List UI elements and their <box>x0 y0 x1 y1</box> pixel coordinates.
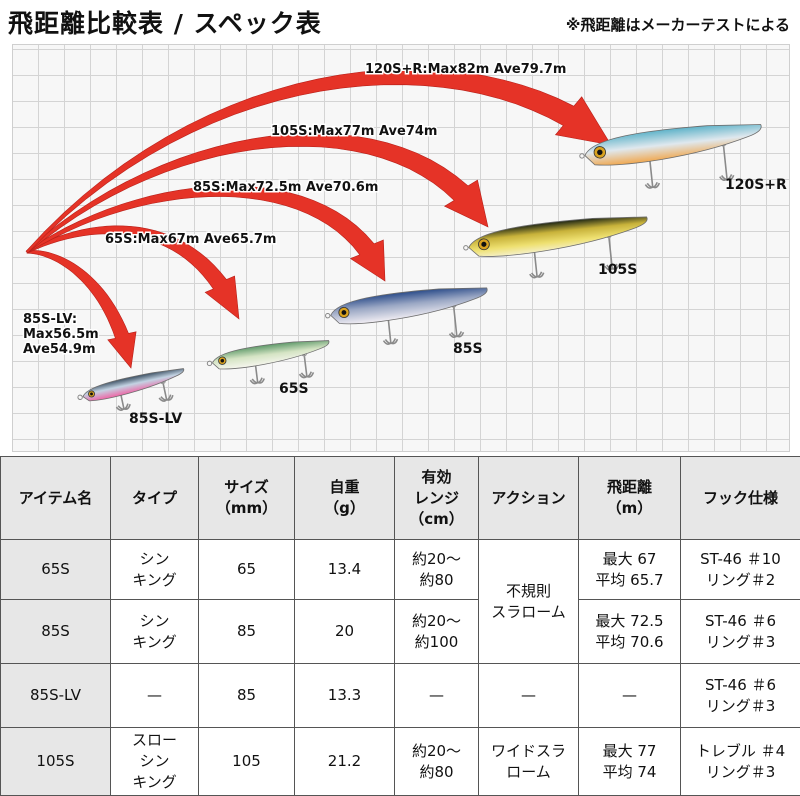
cell-weight: 20 <box>295 600 395 664</box>
table-header-row: アイテム名 タイプ サイズ （mm） 自重 （g） 有効 レンジ （cm） アク… <box>1 457 800 540</box>
cell-item-name: 85S-LV <box>1 664 111 728</box>
hook-icon <box>716 143 734 181</box>
header-item-name: アイテム名 <box>1 457 111 540</box>
cell-size: 65 <box>199 540 295 600</box>
header-size: サイズ （mm） <box>199 457 295 540</box>
distance-label-line: 85S-LV: <box>23 312 77 327</box>
header-distance: 飛距離 （m） <box>579 457 681 540</box>
table-row: 85S シン キング 85 20 約20〜 約100 最大 72.5 平均 70… <box>1 600 800 664</box>
spec-table: アイテム名 タイプ サイズ （mm） 自重 （g） 有効 レンジ （cm） アク… <box>0 456 800 796</box>
distance-label-105S: 105S:Max77m Ave74m <box>271 124 437 139</box>
cell-weight: 13.3 <box>295 664 395 728</box>
cell-hook: ST-46 ＃10 リング＃2 <box>681 540 800 600</box>
cell-range: 約20〜 約80 <box>395 540 479 600</box>
model-label-65S: 65S <box>279 381 309 397</box>
cell-type: シン キング <box>111 540 199 600</box>
cell-distance: — <box>579 664 681 728</box>
arrow-120S+R <box>26 69 611 253</box>
line-eye-icon <box>463 245 468 250</box>
cell-size: 85 <box>199 600 295 664</box>
distance-label-120S+R: 120S+R:Max82m Ave79.7m <box>365 62 566 77</box>
line-eye-icon <box>325 313 330 318</box>
header-hook: フック仕様 <box>681 457 800 540</box>
distance-label-85S: 85S:Max72.5m Ave70.6m <box>193 180 378 195</box>
cell-weight: 21.2 <box>295 728 395 796</box>
cell-item-name: 105S <box>1 728 111 796</box>
hook-icon <box>447 304 464 338</box>
hook-icon <box>297 352 314 378</box>
cell-hook: ST-46 ＃6 リング＃3 <box>681 600 800 664</box>
cell-size: 85 <box>199 664 295 728</box>
line-eye-icon <box>78 395 83 400</box>
cell-range: — <box>395 664 479 728</box>
lure-body <box>329 283 489 326</box>
cell-distance: 最大 67 平均 65.7 <box>579 540 681 600</box>
cell-distance: 最大 72.5 平均 70.6 <box>579 600 681 664</box>
test-note: ※飛距離はメーカーテストによる <box>566 14 790 35</box>
cell-action: 不規則 スラローム <box>479 540 579 664</box>
cell-distance: 最大 77 平均 74 <box>579 728 681 796</box>
distance-label-line: Max56.5m <box>23 327 99 342</box>
distance-label-line: 120S+R:Max82m Ave79.7m <box>365 62 566 77</box>
page-title: 飛距離比較表 / スペック表 <box>8 4 322 40</box>
cell-size: 105 <box>199 728 295 796</box>
cell-hook: トレブル ＃4 リング＃3 <box>681 728 800 796</box>
distance-label-line: 105S:Max77m Ave74m <box>271 124 437 139</box>
header-weight: 自重 （g） <box>295 457 395 540</box>
model-label-120S+R: 120S+R <box>725 177 787 193</box>
table-row: 65S シン キング 65 13.4 約20〜 約80 不規則 スラローム 最大… <box>1 540 800 600</box>
header: 飛距離比較表 / スペック表 ※飛距離はメーカーテストによる <box>0 0 800 46</box>
cell-range: 約20〜 約80 <box>395 728 479 796</box>
cell-item-name: 85S <box>1 600 111 664</box>
lure-body <box>583 120 764 169</box>
cell-type: スロー シン キング <box>111 728 199 796</box>
lure-65S <box>206 337 333 389</box>
cell-action: ワイドスラ ローム <box>479 728 579 796</box>
header-action: アクション <box>479 457 579 540</box>
distance-label-line: Ave54.9m <box>23 342 96 357</box>
cell-type: シン キング <box>111 600 199 664</box>
model-label-85S: 85S <box>453 341 483 357</box>
header-type: タイプ <box>111 457 199 540</box>
arrows-layer <box>26 69 611 368</box>
cell-weight: 13.4 <box>295 540 395 600</box>
lure-body <box>211 337 331 371</box>
distance-label-line: 65S:Max67m Ave65.7m <box>105 232 276 247</box>
cell-item-name: 65S <box>1 540 111 600</box>
table-row: 105S スロー シン キング 105 21.2 約20〜 約80 ワイドスラ … <box>1 728 800 796</box>
cell-range: 約20〜 約100 <box>395 600 479 664</box>
cell-action: — <box>479 664 579 728</box>
lure-body <box>81 366 186 403</box>
model-label-85S-LV: 85S-LV <box>129 411 182 427</box>
cell-type: — <box>111 664 199 728</box>
distance-label-65S: 65S:Max67m Ave65.7m <box>105 232 276 247</box>
cell-hook: ST-46 ＃6 リング＃3 <box>681 664 800 728</box>
distance-label-line: 85S:Max72.5m Ave70.6m <box>193 180 378 195</box>
table-row: 85S-LV — 85 13.3 — — — ST-46 ＃6 リング＃3 <box>1 664 800 728</box>
line-eye-icon <box>207 361 212 366</box>
header-range: 有効 レンジ （cm） <box>395 457 479 540</box>
model-label-105S: 105S <box>598 262 637 278</box>
line-eye-icon <box>580 153 585 158</box>
lure-body <box>467 212 649 259</box>
